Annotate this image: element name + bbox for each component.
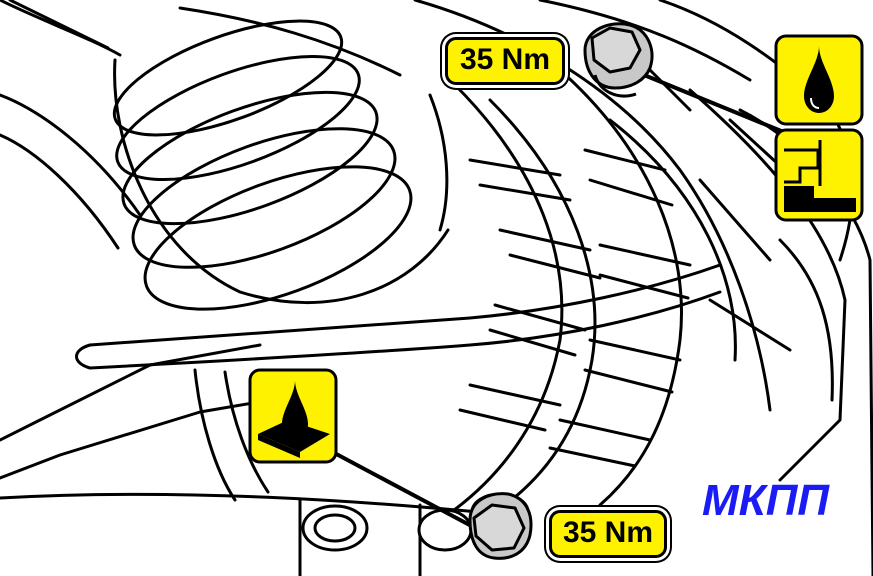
oil-drain-icon (248, 368, 338, 464)
oil-drop-icon (774, 34, 864, 126)
leader-fill-plug (620, 64, 798, 139)
transmission-caption: МКПП (702, 476, 829, 525)
transmission-housing (413, 0, 854, 522)
lower-arm (0, 343, 262, 442)
fill-plug-bolt (583, 22, 654, 98)
torque-label-drain-plug: 35 Nm (549, 510, 667, 558)
drive-shaft-boot (0, 0, 450, 311)
drain-plug-bolt (468, 492, 533, 560)
right-flange-2 (778, 238, 834, 402)
oil-level-icon (774, 128, 864, 222)
support-rod (75, 263, 722, 370)
leader-drain-plug (308, 438, 496, 540)
frame-outline-left-2 (0, 133, 120, 250)
torque-label-fill-plug: 35 Nm (445, 37, 565, 85)
